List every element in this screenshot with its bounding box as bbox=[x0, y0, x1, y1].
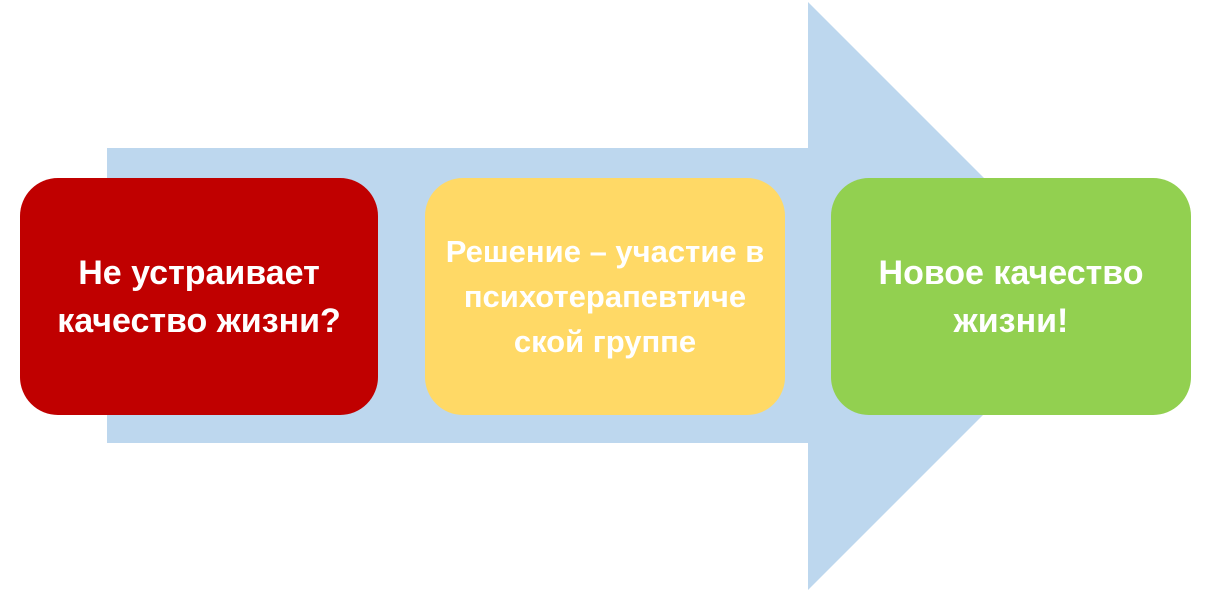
step-result-label: Новое качество жизни! bbox=[878, 253, 1144, 340]
step-problem: Не устраивает качество жизни? bbox=[20, 178, 378, 415]
step-solution: Решение – участие в психотерапевтиче ско… bbox=[425, 178, 785, 415]
step-solution-label: Решение – участие в психотерапевтиче ско… bbox=[445, 234, 765, 359]
step-problem-label: Не устраивает качество жизни? bbox=[57, 253, 341, 340]
step-result: Новое качество жизни! bbox=[831, 178, 1191, 415]
